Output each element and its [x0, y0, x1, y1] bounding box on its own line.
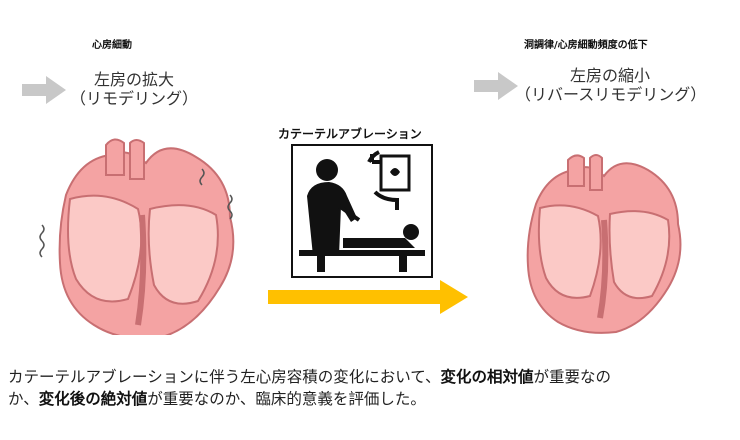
left-subtitle: 左房の拡大 （リモデリング） — [64, 70, 204, 108]
left-subtitle-line1: 左房の拡大 — [93, 70, 174, 89]
left-subtitle-line2: （リモデリング） — [69, 89, 198, 108]
reduced-heart-illustration — [526, 154, 682, 334]
caption-emph-relative: 変化の相対値 — [440, 368, 534, 386]
procedure-title: カテーテルアブレーション — [278, 127, 422, 141]
right-subtitle: 左房の縮小 （リバースリモデリング） — [515, 66, 707, 104]
procedure-frame — [291, 144, 433, 278]
caption: カテーテルアブレーションに伴う左心房容積の変化において、変化の相対値が重要なの … — [8, 366, 736, 410]
right-title: 洞調律/心房細動頻度の低下 — [524, 40, 648, 51]
yellow-arrow-icon — [268, 280, 468, 314]
right-subtitle-line1: 左房の縮小 — [569, 66, 650, 85]
enlarged-heart-illustration — [39, 138, 235, 335]
caption-seg4: か、 — [8, 390, 39, 408]
caption-seg1: カテーテルアブレーションに伴う左心房容積の変化において、 — [8, 368, 441, 386]
ablation-procedure-icon — [299, 150, 425, 272]
caption-seg3: が重要なの — [533, 368, 611, 386]
caption-emph-absolute: 変化後の絶対値 — [38, 390, 148, 408]
left-title: 心房細動 — [92, 40, 132, 51]
right-subtitle-line2: （リバースリモデリング） — [515, 85, 707, 104]
caption-seg6: が重要なのか、臨床的意義を評価した。 — [147, 390, 426, 408]
gray-arrow-left-icon — [22, 76, 66, 104]
gray-arrow-right-icon — [474, 72, 518, 100]
